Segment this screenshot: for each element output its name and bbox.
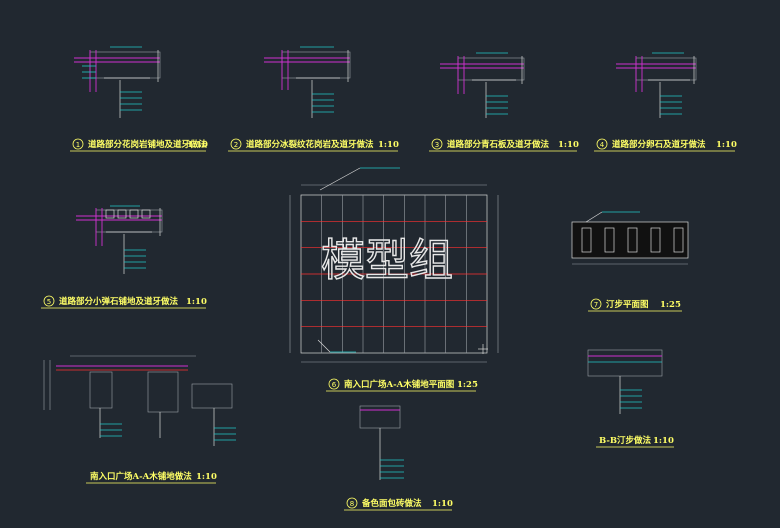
detail-4-scale: 1:10 [716,140,737,150]
detail-6-plan [289,167,499,363]
deck-section-scale: 1:10 [196,472,217,482]
bb-section-drawing [587,349,663,414]
detail-8-drawing [359,405,404,480]
detail-3-label: 3 道路部分青石板及道牙做法 1:10 [429,138,579,152]
detail-6-scale: 1:25 [457,380,478,390]
detail-4-title: 道路部分卵石及道牙做法 [612,139,706,150]
detail-4-label: 4 道路部分卵石及道牙做法 1:10 [594,138,737,152]
detail-1-label: 1 道路部分花岗岩铺地及道牙做法 1:10 [70,138,208,152]
detail-1-number: 1 [76,141,80,149]
detail-7-label: 7 汀步平面图 1:25 [588,298,682,312]
detail-7-title: 汀步平面图 [606,299,649,310]
detail-2-drawing [264,46,351,118]
detail-2-scale: 1:10 [378,140,399,150]
detail-3-scale: 1:10 [558,140,579,150]
detail-5-drawing [76,205,163,274]
deck-joist-rows [301,220,487,328]
detail-1-drawing [74,46,161,118]
detail-7-scale: 1:25 [660,300,681,310]
deck-section-label: 南入口广场A-A木铺地做法 1:10 [86,471,217,484]
watermark: 模型组 [321,235,453,286]
detail-3-title: 道路部分青石板及道牙做法 [447,139,550,150]
deck-section-title: 南入口广场A-A木铺地做法 [90,471,192,482]
detail-8-scale: 1:10 [432,499,453,509]
detail-6-label: 6 南入口广场A-A木铺地平面图 1:25 [326,378,478,392]
detail-5-scale: 1:10 [186,297,207,307]
detail-6-number: 6 [332,381,337,389]
bb-section-title: B-B汀步做法 [599,435,652,446]
bb-section-scale: 1:10 [653,436,674,446]
detail-8-title: 备色面包砖做法 [361,498,422,509]
detail-5-label: 5 道路部分小弹石铺地及道牙做法 1:10 [41,295,207,309]
detail-1-scale: 1:10 [187,140,208,150]
deck-section-drawing [43,355,236,446]
detail-6-title: 南入口广场A-A木铺地平面图 [344,379,454,390]
bb-section-label: B-B汀步做法 1:10 [596,435,674,448]
detail-5-number: 5 [47,298,51,306]
detail-8-number: 8 [350,500,354,508]
detail-4-drawing [616,52,697,118]
detail-3-number: 3 [435,141,439,149]
detail-1-title: 道路部分花岗岩铺地及道牙做法 [88,139,208,150]
detail-5-title: 道路部分小弹石铺地及道牙做法 [59,296,179,307]
detail-4-number: 4 [600,141,605,149]
detail-3-drawing [440,52,525,118]
detail-7-plan [571,211,689,265]
detail-7-number: 7 [594,301,598,309]
detail-8-label: 8 备色面包砖做法 1:10 [344,497,453,511]
detail-2-label: 2 道路部分冰裂纹花岗岩及道牙做法 1:10 [228,138,399,152]
detail-2-title: 道路部分冰裂纹花岗岩及道牙做法 [246,139,374,150]
detail-2-number: 2 [234,141,238,149]
